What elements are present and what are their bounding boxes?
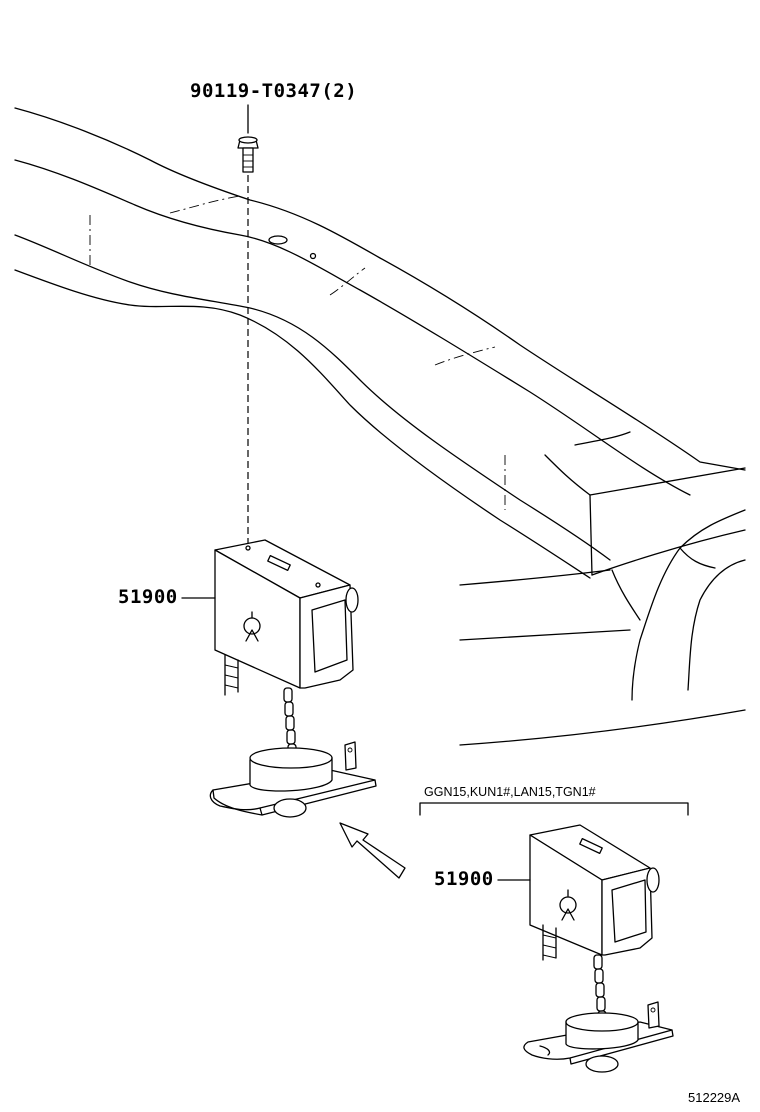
bolt-part-number[interactable]: 90119-T0347(2)	[190, 80, 358, 102]
chain-links	[283, 687, 297, 759]
bolt-icon	[237, 104, 259, 173]
variant-models-note: GGN15,KUN1#,LAN15,TGN1#	[424, 785, 596, 799]
spare-tire-carrier-icon	[181, 539, 377, 818]
direction-arrow-icon	[339, 822, 406, 879]
variant-bracket	[419, 802, 689, 816]
illustration-reference: 512229A	[688, 1090, 741, 1105]
vehicle-frame-icon	[14, 107, 746, 746]
variant-spare-tire-carrier-icon	[497, 824, 674, 1073]
carrier-part-number[interactable]: 51900	[118, 586, 178, 608]
variant-carrier-part-number[interactable]: 51900	[434, 868, 494, 890]
